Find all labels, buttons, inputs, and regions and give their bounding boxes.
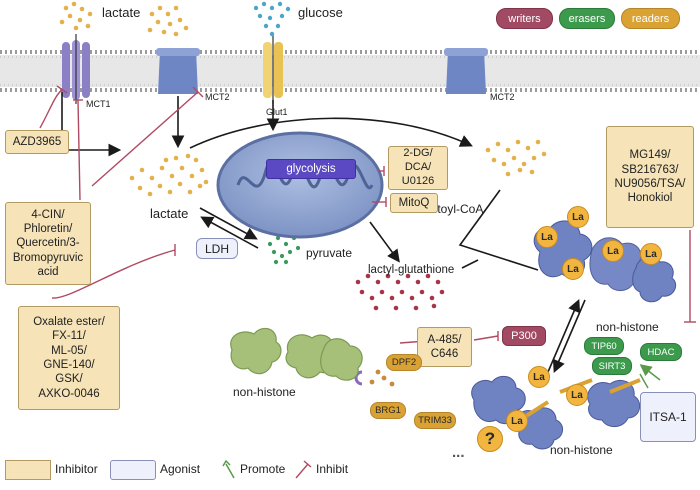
cell-membrane [0,50,700,92]
mct2-label-left: MCT2 [205,92,230,102]
mitoq-inhibitor: MitoQ [390,193,438,213]
ellipsis-label: ... [452,444,465,461]
mg149-text: MG149/ SB216763/ NU9056/TSA/ Honokiol [614,149,686,205]
mg149-inhibitor-group: MG149/ SB216763/ NU9056/TSA/ Honokiol [606,126,694,228]
mct2-transporter-right [444,48,488,94]
legend-readers: readers [621,8,680,29]
mitochondrion [216,131,384,239]
cin-text: 4-CIN/ Phloretin/ Quercetin/3- Bromopyru… [12,208,84,279]
mct2-transporter-left [156,48,200,94]
a485-text: A-485/ C646 [427,333,462,360]
pyruvate-label: pyruvate [306,246,353,260]
legend-writers: writers [496,8,553,29]
la-circle-5: La [640,243,662,265]
non-histone-label-bottom: non-histone [550,443,613,457]
promote-arrows [639,364,661,389]
legend-promote-label: Promote [240,462,286,476]
non-histone-label-left: non-histone [233,385,296,399]
legend-inhibitor-swatch [5,460,51,480]
cin-inhibitor-group: 4-CIN/ Phloretin/ Quercetin/3- Bromopyru… [5,202,91,285]
oxalate-text: Oxalate ester/ FX-11/ ML-05/ GNE-140/ GS… [33,315,105,400]
unknown-reader-icon: ? [477,426,503,452]
legend-inhibit-label: Inhibit [316,462,349,476]
p300-writer: P300 [502,326,546,346]
la-circle-3: La [562,258,584,280]
glucose-dots [253,1,291,37]
la-circle-6: La [528,366,550,388]
la-circle-7: La [566,384,588,406]
flow-arrows [61,92,586,373]
legend-inhibit-icon [295,460,312,479]
ldh-agonist: LDH [196,238,238,259]
non-histone-label-right: non-histone [596,320,659,334]
mct1-transporter [62,34,90,104]
la-circle-4: La [602,240,624,262]
green-non-histone-proteins [230,327,363,381]
legend-promote-icon [222,460,235,479]
pyruvate-dots [267,235,301,265]
lactate-dots-top [59,1,189,37]
glycolysis-label: glycolysis [266,159,356,179]
itsa1-agonist: ITSA-1 [640,392,696,442]
la-circle-1: La [536,226,558,248]
trim33-reader: TRIM33 [414,412,456,429]
glucose-top-label: glucose [298,5,343,20]
legend-erasers: erasers [559,8,615,29]
a485-c646-inhibitor: A-485/ C646 [417,327,472,367]
lactate-top-label: lactate [102,5,141,20]
mct2-label-right: MCT2 [490,92,515,102]
lactate-dots-mid [129,153,209,197]
dpf2-reader: DPF2 [386,354,422,371]
lactoyl-coa-dots [485,139,547,177]
tip60-eraser: TIP60 [584,337,624,355]
reader-dots [369,369,395,387]
lactate-mid-label: lactate [150,206,189,221]
la-circle-8: La [506,410,528,432]
la-circle-2: La [567,206,589,228]
mct1-label: MCT1 [86,99,111,109]
dg-dca-u0126-inhibitor: 2-DG/ DCA/ U0126 [388,146,448,190]
sirt3-eraser: SIRT3 [592,357,632,375]
legend-inhibitor-label: Inhibitor [55,462,98,476]
azd3965-inhibitor: AZD3965 [5,130,69,154]
reader-binding-icon [354,370,363,386]
brg1-reader: BRG1 [370,402,406,419]
azd3965-text: AZD3965 [12,135,62,148]
legend-agonist-swatch [110,460,156,480]
glut1-label: Glut1 [266,107,288,117]
lactyl-glutathione-label: lactyl-glutathione [368,264,455,276]
oxalate-inhibitor-group: Oxalate ester/ FX-11/ ML-05/ GNE-140/ GS… [18,306,120,410]
mitoq-text: MitoQ [398,196,430,209]
hdac-eraser: HDAC [640,343,682,361]
dg-text: 2-DG/ DCA/ U0126 [401,147,435,187]
glut1-transporter [263,34,283,104]
legend-agonist-label: Agonist [160,462,201,476]
lactyl-glutathione-dots [355,273,445,311]
